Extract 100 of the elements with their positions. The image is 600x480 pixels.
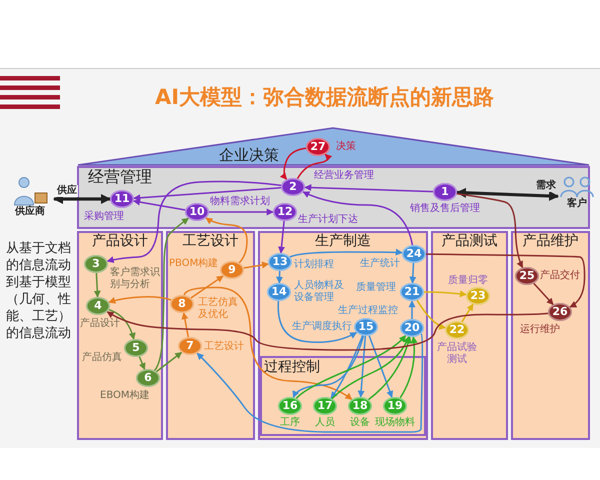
number-badge: 1 (433, 183, 457, 201)
number-badge: 4 (86, 297, 110, 315)
number-badge: 21 (400, 283, 424, 301)
step-label: 质量归零 (448, 275, 488, 287)
step-label: 生产过程监控 (338, 305, 398, 317)
arrow (400, 336, 418, 398)
band-panel (77, 166, 590, 229)
arrow (196, 334, 424, 433)
panel-heading: 过程控制 (264, 359, 320, 375)
number-badge: 18 (348, 397, 372, 415)
actor-label: 供应商 (15, 206, 45, 218)
step-label: 物料需求计划 (210, 196, 270, 208)
arrow (209, 208, 274, 216)
column-panel (431, 231, 508, 440)
double-arrow (456, 188, 559, 201)
arrow (461, 304, 474, 322)
arrow (296, 335, 406, 399)
arrow (181, 312, 190, 338)
step-label: 经营业务管理 (314, 170, 374, 182)
side-note: 从基于文档的信息流动到基于模型（几何、性能、工艺）的信息流动 (6, 240, 72, 342)
panel-heading: 经营管理 (88, 168, 152, 186)
arrow (154, 218, 189, 371)
step-label: 产品试验测试 (437, 342, 477, 366)
step-label: 现场物料 (375, 417, 415, 429)
column-panel (511, 231, 590, 440)
edge-label: 供应 (56, 185, 78, 197)
arrow (277, 300, 358, 343)
number-badge: 10 (185, 203, 209, 221)
number-badge: 7 (178, 337, 202, 355)
number-badge: 3 (84, 255, 108, 273)
panel-heading: 企业决策 (219, 147, 279, 164)
panel-heading: 产品测试 (442, 233, 498, 249)
number-badge: 11 (110, 190, 134, 208)
number-badge: 24 (402, 245, 426, 263)
number-badge: 5 (124, 339, 148, 357)
arrow (456, 192, 524, 268)
arrow (304, 184, 434, 192)
arrow (205, 217, 248, 264)
step-label: 工艺仿真及优化 (198, 297, 238, 321)
step-label: 运行维护 (520, 324, 560, 336)
arrow (330, 335, 364, 399)
step-label: 产品交付 (540, 270, 580, 282)
number-badge: 26 (548, 303, 572, 321)
arrow (302, 191, 414, 246)
arrow (278, 220, 285, 254)
step-label: 质量管理 (356, 282, 396, 294)
step-label: EBOM构建 (100, 390, 150, 402)
panel-heading: 工艺设计 (182, 233, 238, 249)
column-panel (258, 231, 428, 440)
arrow (280, 148, 306, 180)
arrow (416, 300, 446, 330)
number-badge: 19 (383, 397, 407, 415)
step-label: 销售及售后管理 (410, 203, 480, 215)
edge-label: 需求 (535, 180, 557, 192)
number-badge: 17 (313, 397, 337, 415)
arrow (108, 296, 172, 304)
arrow (183, 286, 352, 400)
number-badge: 23 (466, 287, 490, 305)
number-badge: 15 (354, 318, 378, 336)
step-label: 生产计划下达 (298, 214, 358, 226)
title: AI大模型：弥合数据流断点的新思路 (155, 84, 494, 110)
step-label: 采购管理 (84, 211, 124, 223)
step-label: 产品设计 (80, 318, 120, 330)
arrow (426, 253, 586, 308)
step-label: PBOM构建 (169, 258, 218, 270)
arrow (94, 272, 101, 298)
arrow (138, 356, 146, 370)
number-badge: 9 (220, 261, 244, 279)
number-badge: 12 (273, 203, 297, 221)
arrow (296, 154, 332, 180)
arrow (424, 290, 467, 298)
step-label: 设备 (350, 417, 370, 429)
step-label: 生产调度执行 (292, 321, 352, 333)
step-label: 人员物料及设备管理 (294, 280, 345, 304)
column-panel (166, 231, 255, 440)
arrow (409, 262, 416, 284)
number-badge: 20 (400, 319, 424, 337)
number-badge: 16 (278, 397, 302, 415)
number-badge: 25 (515, 267, 539, 285)
actor-label: 客户 (567, 198, 587, 210)
arrow (331, 336, 410, 400)
number-badge: 14 (267, 283, 291, 301)
step-label: 工艺设计 (204, 341, 244, 353)
arrow (292, 336, 364, 398)
number-badge: 2 (281, 178, 305, 196)
step-label: 生产统计 (360, 258, 400, 270)
double-arrow (53, 194, 111, 204)
step-label: 工序 (280, 417, 300, 429)
arrow (190, 275, 224, 299)
step-label: 产品仿真 (82, 352, 122, 364)
arrow (244, 262, 269, 269)
arrow (156, 352, 182, 372)
arrow (408, 300, 416, 319)
number-badge: 6 (136, 369, 160, 387)
arrow (108, 309, 136, 340)
sub-panel (260, 356, 426, 436)
column-panel (77, 231, 163, 440)
arrow (358, 336, 366, 398)
arrow (106, 311, 548, 351)
number-badge: 22 (445, 321, 469, 339)
